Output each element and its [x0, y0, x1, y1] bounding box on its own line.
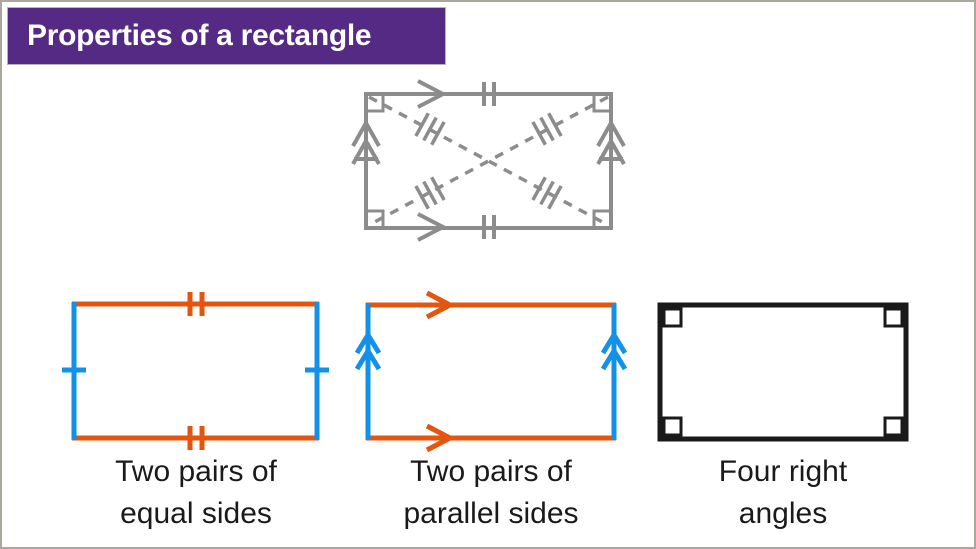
- right-angles-rectangle-diagram: [657, 302, 909, 442]
- equal-horizontal-sides: [72, 301, 319, 441]
- caption-right-angles: Four right angles: [628, 451, 938, 535]
- diagonal-triple-tick-icons: [414, 112, 563, 210]
- caption-equal-sides: Two pairs of equal sides: [41, 451, 351, 535]
- double-arrow-icons: [354, 330, 628, 371]
- equal-vertical-sides: [71, 302, 320, 440]
- caption-parallel-sides: Two pairs of parallel sides: [336, 451, 646, 535]
- title-banner: Properties of a rectangle: [7, 7, 446, 65]
- summary-rectangle-diagram: [351, 79, 626, 242]
- equal-sides-rectangle-diagram: [62, 292, 329, 450]
- right-angle-corner-icons: [368, 96, 609, 226]
- parallel-vertical-sides: [365, 303, 617, 440]
- parallel-horizontal-sides: [366, 302, 616, 441]
- caption-line: Four right: [718, 455, 848, 488]
- right-angle-square-icons: [662, 307, 904, 437]
- caption-line: Two pairs of: [115, 455, 277, 488]
- black-rectangle-outline: [657, 302, 909, 442]
- diagonals-dashed-lines: [368, 95, 609, 227]
- caption-line: Two pairs of: [410, 455, 572, 488]
- parallel-sides-rectangle-diagram: [354, 290, 628, 453]
- caption-line: parallel sides: [403, 497, 579, 530]
- vertical-double-arrow-icons: [351, 118, 626, 165]
- single-arrow-icons: [425, 290, 456, 453]
- horizontal-double-tick-icons: [482, 82, 496, 239]
- caption-line: angles: [738, 497, 828, 530]
- double-tick-icons: [187, 292, 205, 450]
- page-title: Properties of a rectangle: [27, 19, 372, 52]
- caption-line: equal sides: [120, 497, 272, 530]
- horizontal-parallel-arrow-icons: [417, 79, 448, 242]
